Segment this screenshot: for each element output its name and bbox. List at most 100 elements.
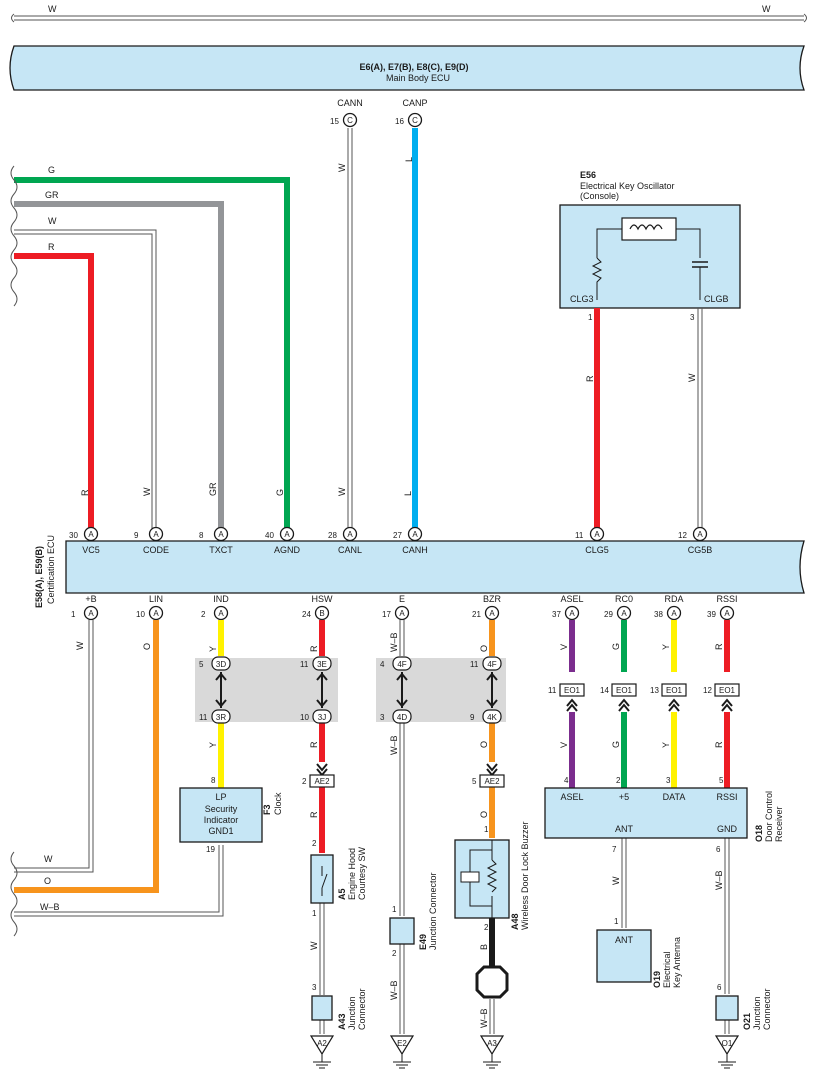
vc5-wire-label: R: [80, 489, 90, 496]
receiver-ant-label: ANT: [615, 824, 634, 834]
junction-bottom-num: 3: [380, 713, 385, 722]
cert-bot-pin-num: 10: [136, 610, 145, 619]
oscillator-pin-clgb: CLGB: [704, 294, 729, 304]
junction-top-num: 11: [470, 660, 479, 669]
cert-top-pin-num: 40: [265, 531, 274, 540]
ground-icon: [389, 1035, 415, 1056]
eo1-connector: [714, 683, 740, 697]
cert-top-pin-txct: A: [213, 526, 229, 542]
eo1-wire-label-top: G: [611, 643, 621, 650]
ae2-bzr-arrow: [486, 763, 498, 777]
antenna-name: Electrical: [662, 951, 672, 988]
antenna-label: ANT: [615, 935, 634, 945]
buzzer-pin-bot: 2: [484, 923, 489, 932]
junction-wire-label-top: Y: [208, 646, 218, 652]
cert-bot-pin-num: 38: [654, 610, 663, 619]
eo1-wire-label-lower: Y: [661, 742, 671, 748]
receiver-pin-num: 4: [564, 776, 569, 785]
receiver-ant-num: 7: [612, 845, 617, 854]
ae2-hsw-arrow: [316, 763, 328, 777]
ae2-bzr-num: 5: [472, 777, 477, 786]
canh-wire-label: L: [403, 491, 413, 496]
eo1-arrow: [566, 698, 578, 712]
hood-sw-box: [310, 854, 334, 904]
oscillator-sub: (Console): [580, 191, 619, 201]
buzzer-wb-label: W–B: [479, 1008, 489, 1028]
a43-box: [311, 995, 333, 1021]
lin-wire-label: O: [142, 643, 152, 650]
e49-pin-bot: 2: [392, 949, 397, 958]
oscillator-name: Electrical Key Oscillator: [580, 181, 675, 191]
junction-top-name: 4F: [397, 660, 406, 669]
ground-icon: [714, 1035, 740, 1056]
left-bottom-w-label: W: [44, 854, 53, 864]
cert-bot-pin-name: RC0: [615, 594, 633, 604]
ground-e2: E2: [389, 1035, 415, 1069]
hood-sw-w-label: W: [309, 941, 319, 950]
plus-b-wire: [14, 620, 90, 869]
top-w-wire: W W: [11, 4, 807, 23]
main-ecu-pin-canp: C: [407, 112, 423, 128]
cert-bot-pin-ind: A: [213, 605, 229, 621]
left-bottom-break: [10, 851, 18, 937]
ground-icon: [479, 1035, 505, 1056]
clock-name: Clock: [273, 792, 283, 815]
cert-top-pin-num: 30: [69, 531, 78, 540]
e49-name: Junction Connector: [428, 872, 438, 950]
clock-gnd1: GND1: [208, 826, 233, 836]
antenna-pin: 1: [614, 917, 619, 926]
oscillator-code: E56: [580, 170, 596, 180]
eo1-arrow: [721, 698, 733, 712]
junction-bottom-num: 10: [300, 713, 309, 722]
eo1-num: 12: [703, 686, 712, 695]
eo1-arrow: [618, 698, 630, 712]
cann-wire-label-top: W: [337, 163, 347, 172]
junction-wire-label-top: W–B: [389, 632, 399, 652]
cert-top-pin-vc5: A: [83, 526, 99, 542]
junction-top-num: 4: [380, 660, 385, 669]
hsw-lower-wire-label: R: [309, 811, 319, 818]
receiver-pin-name: DATA: [663, 792, 686, 802]
buzzer-code: A48: [510, 913, 520, 930]
cert-top-pin-num: 12: [678, 531, 687, 540]
canp-wire-label-top: L: [404, 157, 414, 162]
hood-sw-name2: Courtesy SW: [357, 846, 367, 900]
ae2-bzr: [479, 774, 505, 788]
svg-text:A: A: [489, 609, 495, 618]
cert-top-pin-name: CANL: [338, 545, 362, 555]
cert-bot-pin-bzr: A: [484, 605, 500, 621]
feed-wire-gr-label: GR: [45, 190, 59, 200]
junction-bottom-name: 4D: [397, 713, 407, 722]
top-wire-left-label: W: [48, 4, 57, 14]
eo1-num: 11: [548, 686, 557, 695]
svg-text:A: A: [724, 609, 730, 618]
ground-o1: O1: [714, 1035, 740, 1069]
ground-icon: [309, 1035, 335, 1056]
code-wire-label: W: [142, 487, 152, 496]
svg-text:B: B: [319, 609, 324, 618]
cert-top-pin-name: CANH: [402, 545, 428, 555]
cert-bot-pin-num: 21: [472, 610, 481, 619]
receiver-pin-name: RSSI: [716, 792, 737, 802]
left-bottom-wb-label: W–B: [40, 902, 60, 912]
junction-top-connector: [312, 656, 332, 671]
resistor-icon: [591, 257, 603, 300]
receiver-name2: Receiver: [774, 806, 784, 842]
hood-sw-code: A5: [337, 888, 347, 900]
o21-code: O21: [742, 1013, 752, 1030]
svg-text:A: A: [153, 609, 159, 618]
o21-name2: Connector: [762, 988, 772, 1030]
a43-pin: 3: [312, 983, 317, 992]
o21-pin: 6: [717, 983, 722, 992]
a43-code: A43: [337, 1013, 347, 1030]
svg-text:A2: A2: [317, 1039, 327, 1048]
junction-bottom-name: 3J: [318, 713, 326, 722]
svg-text:A: A: [621, 609, 627, 618]
left-feed-wires: G GR W R: [10, 165, 290, 534]
receiver-gnd-wire-label: W–B: [714, 870, 724, 890]
eo1-wire-label-lower: R: [714, 741, 724, 748]
cert-bot-pin-name: HSW: [312, 594, 334, 604]
cert-bot-pin-num: 37: [552, 610, 561, 619]
clock-pin-top: 8: [211, 776, 216, 785]
ind-lower-wire-label: Y: [208, 742, 218, 748]
